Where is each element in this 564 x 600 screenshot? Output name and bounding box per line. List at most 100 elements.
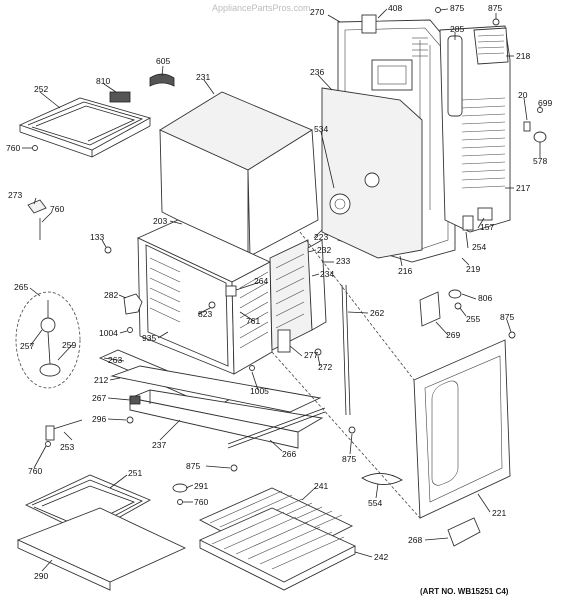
part-label-282: 282 <box>104 290 118 300</box>
part-label-277: 277 <box>304 350 318 360</box>
part-label-806: 806 <box>478 293 492 303</box>
part-label-699: 699 <box>538 98 552 108</box>
clip-20 <box>523 121 531 132</box>
part-label-263: 263 <box>108 355 122 365</box>
oven-cavity <box>136 219 273 375</box>
part-272 <box>314 348 322 356</box>
side-insulation-lines <box>275 253 305 329</box>
outer-back-cover <box>439 25 511 233</box>
part-label-761: 761 <box>246 316 260 326</box>
part-label-233: 233 <box>336 256 350 266</box>
part-label-259: 259 <box>62 340 76 350</box>
part-255 <box>454 302 462 310</box>
part-label-264: 264 <box>254 276 268 286</box>
oven-door <box>413 339 511 519</box>
part-label-875: 875 <box>342 454 356 464</box>
screw-760-lower <box>45 441 51 447</box>
part-label-296: 296 <box>92 414 106 424</box>
part-label-221: 221 <box>492 508 506 518</box>
part-label-578: 578 <box>533 156 547 166</box>
part-label-760: 760 <box>194 497 208 507</box>
part-label-252: 252 <box>34 84 48 94</box>
part-label-203: 203 <box>153 216 167 226</box>
part-label-216: 216 <box>398 266 412 276</box>
duct-285 <box>447 35 463 117</box>
part-291 <box>172 483 188 493</box>
part-label-534: 534 <box>314 124 328 134</box>
part-806 <box>448 289 462 299</box>
part-label-157: 157 <box>480 222 494 232</box>
bake-element-callout <box>15 291 81 389</box>
slide-rail-266 <box>227 407 326 445</box>
part-label-236: 236 <box>310 67 324 77</box>
hinge-269 <box>419 291 441 327</box>
bracket-267 <box>129 395 141 405</box>
part-label-217: 217 <box>516 183 530 193</box>
bracket-277 <box>277 329 291 353</box>
side-rail-262 <box>341 284 347 416</box>
part-label-273: 273 <box>8 190 22 200</box>
wire-harness-554 <box>361 473 403 485</box>
part-label-875: 875 <box>500 312 514 322</box>
bracket-273 <box>27 199 47 214</box>
part-label-232: 232 <box>317 245 331 255</box>
side-insulation-232 <box>269 239 313 351</box>
part-label-212: 212 <box>94 375 108 385</box>
part-label-267: 267 <box>92 393 106 403</box>
oven-rack-242 <box>198 507 357 591</box>
watermark: AppliancePartsPros.com <box>212 3 311 13</box>
part-label-1004: 1004 <box>99 328 118 338</box>
part-label-823: 823 <box>198 309 212 319</box>
part-label-234: 234 <box>320 269 334 279</box>
part-label-254: 254 <box>472 242 486 252</box>
screw-1005 <box>249 365 255 371</box>
screw-875-upper <box>435 7 441 13</box>
part-label-242: 242 <box>374 552 388 562</box>
sensor-157 <box>477 207 493 221</box>
convection-fan <box>329 193 351 215</box>
part-label-935: 935 <box>142 333 156 343</box>
rear-panel-vents <box>412 37 428 57</box>
part-label-810: 810 <box>96 76 110 86</box>
part-label-272: 272 <box>318 362 332 372</box>
leader-lines <box>22 8 541 572</box>
fan-motor-257 <box>40 317 56 333</box>
knob-282 <box>123 293 143 315</box>
base-tray-front <box>129 397 299 449</box>
art-number: (ART NO. WB15251 C4) <box>420 587 509 596</box>
part-label-266: 266 <box>282 449 296 459</box>
part-label-408: 408 <box>388 3 402 13</box>
part-label-265: 265 <box>14 282 28 292</box>
part-label-231: 231 <box>196 72 210 82</box>
part-label-875: 875 <box>450 3 464 13</box>
screw-699 <box>537 107 543 113</box>
vent-cover-605 <box>149 73 175 87</box>
screw-875-bottom <box>230 464 238 472</box>
screw-760-broil <box>32 145 38 151</box>
broil-element <box>18 91 152 158</box>
door-part-268 <box>447 517 481 547</box>
part-label-251: 251 <box>128 468 142 478</box>
sensor-253 <box>49 419 83 431</box>
cavity-rack-guides <box>149 257 181 323</box>
screw-875-top <box>492 18 500 26</box>
oven-outer-wrapper <box>159 91 319 257</box>
part-823 <box>208 301 216 309</box>
part-labels: 270 408 875 875 285 218 605 231 236 20 6… <box>6 3 552 581</box>
switch-254 <box>462 215 474 231</box>
part-label-237: 237 <box>152 440 166 450</box>
part-label-262: 262 <box>370 308 384 318</box>
knob-578 <box>533 131 547 143</box>
screw-133 <box>104 246 112 254</box>
part-label-268: 268 <box>408 535 422 545</box>
part-label-257: 257 <box>20 341 34 351</box>
part-label-760: 760 <box>50 204 64 214</box>
part-label-269: 269 <box>446 330 460 340</box>
reference-line <box>271 351 421 519</box>
fan-blade-259 <box>39 363 61 377</box>
screw-875-side <box>348 426 356 434</box>
part-label-875: 875 <box>488 3 502 13</box>
part-label-219: 219 <box>466 264 480 274</box>
light-264 <box>225 285 237 297</box>
